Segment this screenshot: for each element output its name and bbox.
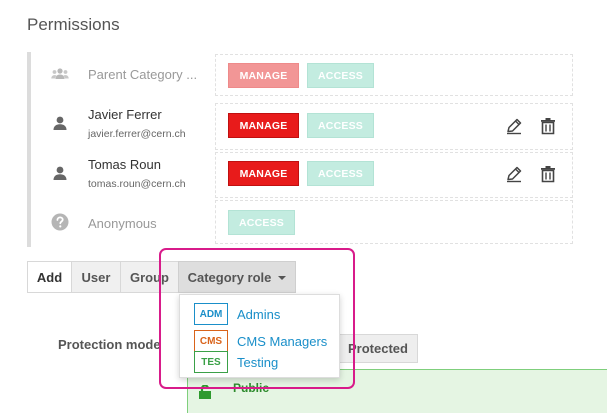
user-icon [50, 163, 70, 183]
tab-add: Add [27, 261, 72, 293]
trash-icon[interactable] [538, 164, 558, 184]
permission-row-parent-category: MANAGE ACCESS [215, 54, 573, 96]
dropdown-item-cms-managers[interactable]: CMS CMS Managers [194, 330, 327, 352]
manage-button[interactable]: MANAGE [228, 113, 299, 138]
permission-entry-name: Javier Ferrer [88, 107, 162, 122]
permission-entry-name: Parent Category ... [88, 67, 198, 82]
permission-entry-email: javier.ferrer@cern.ch [88, 128, 186, 140]
tab-user[interactable]: User [71, 261, 121, 293]
dropdown-item-admins[interactable]: ADM Admins [194, 303, 280, 325]
role-badge: TES [194, 351, 228, 373]
protected-button[interactable]: Protected [338, 334, 418, 363]
category-role-dropdown: ADM Admins CMS CMS Managers TES Testing [179, 294, 340, 378]
permission-entry-tomas: Tomas Roun tomas.roun@cern.ch [40, 153, 212, 193]
manage-button[interactable]: MANAGE [228, 161, 299, 186]
role-badge: ADM [194, 303, 228, 325]
add-principal-tabs: Add User Group Category role [27, 261, 296, 293]
trash-icon[interactable] [538, 116, 558, 136]
protection-mode-label: Protection mode [58, 337, 161, 352]
access-button[interactable]: ACCESS [228, 210, 295, 235]
permission-row-javier: MANAGE ACCESS [215, 103, 573, 150]
role-label: Testing [237, 354, 279, 370]
permission-entry-parent-category: Parent Category ... [40, 54, 212, 94]
edit-icon[interactable] [504, 116, 524, 136]
dropdown-item-testing[interactable]: TES Testing [194, 351, 278, 373]
permissions-rule [27, 52, 31, 247]
tab-category-role[interactable]: Category role [178, 261, 296, 293]
group-icon [50, 64, 70, 84]
permission-entry-name: Tomas Roun [88, 157, 161, 172]
question-icon [50, 212, 70, 232]
user-icon [50, 113, 70, 133]
manage-button[interactable]: MANAGE [228, 63, 299, 88]
permission-row-tomas: MANAGE ACCESS [215, 152, 573, 198]
tab-category-role-label: Category role [187, 269, 272, 285]
role-label: CMS Managers [237, 333, 328, 349]
highlight-box [159, 248, 355, 389]
permission-entry-name: Anonymous [88, 216, 157, 231]
permission-entry-anonymous: Anonymous [40, 202, 212, 242]
permission-entry-javier: Javier Ferrer javier.ferrer@cern.ch [40, 103, 212, 143]
access-button[interactable]: ACCESS [307, 113, 374, 138]
permission-row-anonymous: ACCESS [215, 200, 573, 244]
access-button[interactable]: ACCESS [307, 63, 374, 88]
access-button[interactable]: ACCESS [307, 161, 374, 186]
page-title: Permissions [27, 15, 120, 34]
role-label: Admins [237, 306, 281, 322]
edit-icon[interactable] [504, 164, 524, 184]
permission-entry-email: tomas.roun@cern.ch [88, 178, 186, 190]
caret-down-icon [278, 276, 287, 280]
